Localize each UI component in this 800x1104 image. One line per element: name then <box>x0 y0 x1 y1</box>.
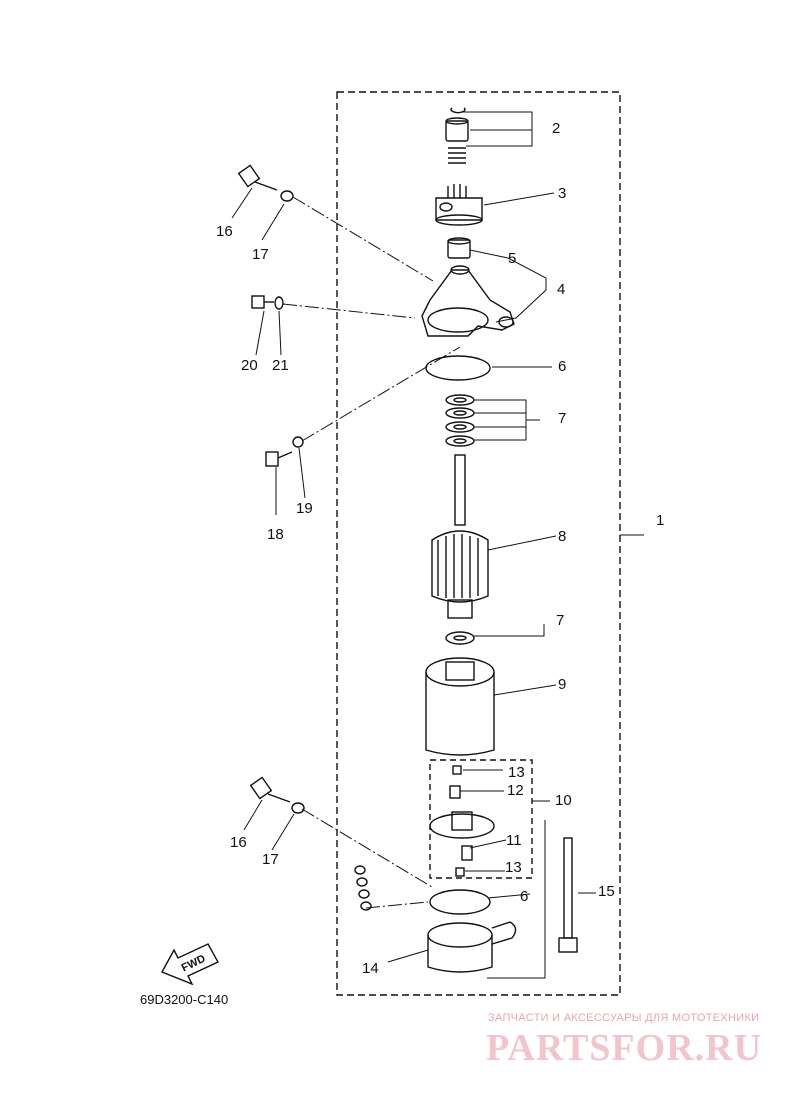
callout-17-lower: 17 <box>262 851 279 868</box>
part-7-washers <box>445 394 475 447</box>
callout-6-upper: 6 <box>558 358 567 375</box>
callout-20: 20 <box>241 357 258 374</box>
part-13-spring-lower <box>455 867 465 877</box>
small-screws <box>354 865 372 911</box>
part-11-brush <box>461 845 473 861</box>
watermark-brand: PARTSFOR.RU <box>486 1027 763 1069</box>
callout-13-lower: 13 <box>505 859 522 876</box>
callout-7-upper: 7 <box>558 410 567 427</box>
part-14-rear-cover <box>427 921 517 973</box>
callout-15: 15 <box>598 883 615 900</box>
callout-19: 19 <box>296 500 313 517</box>
callout-14: 14 <box>362 960 379 977</box>
callout-16-upper: 16 <box>216 223 233 240</box>
leader-lines <box>387 111 644 979</box>
part-17-washer-lower <box>291 802 305 814</box>
callout-9: 9 <box>558 676 567 693</box>
part-16-bolt-lower <box>249 776 291 803</box>
part-12-brush <box>449 785 461 799</box>
part-18-bolt <box>265 451 293 467</box>
part-7-washer-lower <box>445 631 475 645</box>
callout-3: 3 <box>558 185 567 202</box>
callout-18: 18 <box>267 526 284 543</box>
part-16-bolt-upper <box>237 164 278 191</box>
callout-11: 11 <box>506 832 522 849</box>
assembly-frame <box>336 91 621 996</box>
part-3-pinion-gear <box>435 184 483 226</box>
part-21-washer <box>274 296 284 310</box>
callout-12: 12 <box>507 782 524 799</box>
hardware-leaders <box>231 187 306 851</box>
diagram-part-code: 69D3200-C140 <box>140 992 229 1007</box>
part-4-front-bracket <box>421 265 515 337</box>
part-11-brush-plate <box>429 811 495 839</box>
callout-21: 21 <box>272 357 289 374</box>
part-6-o-ring-lower <box>429 889 491 915</box>
part-2-clip-collar-spring <box>445 107 469 164</box>
brush-holder-frame <box>429 759 533 879</box>
part-5-bushing <box>447 237 471 259</box>
callout-2: 2 <box>552 120 561 137</box>
watermark-subtitle: ЗАПЧАСТИ И АКСЕССУАРЫ ДЛЯ МОТОТЕХНИКИ <box>488 1012 760 1024</box>
callout-8: 8 <box>558 528 567 545</box>
part-8-armature <box>431 454 489 619</box>
alignment-lines <box>282 196 461 909</box>
part-15-through-bolt <box>558 837 578 953</box>
part-20-screw <box>251 295 274 309</box>
callout-10: 10 <box>555 792 572 809</box>
callout-13-upper: 13 <box>508 764 525 781</box>
callout-16-lower: 16 <box>230 834 247 851</box>
part-9-yoke <box>425 657 495 756</box>
part-19-washer <box>292 436 304 448</box>
callout-7-lower: 7 <box>556 612 565 629</box>
callout-1: 1 <box>656 512 665 529</box>
callout-4: 4 <box>557 281 566 298</box>
part-13-spring-upper <box>452 765 462 775</box>
part-6-o-ring-upper <box>425 355 491 381</box>
callout-6-lower: 6 <box>520 888 529 905</box>
callout-17-upper: 17 <box>252 246 269 263</box>
part-17-washer-upper <box>280 190 294 202</box>
callout-5: 5 <box>508 250 517 267</box>
fwd-arrow-icon <box>161 943 219 986</box>
